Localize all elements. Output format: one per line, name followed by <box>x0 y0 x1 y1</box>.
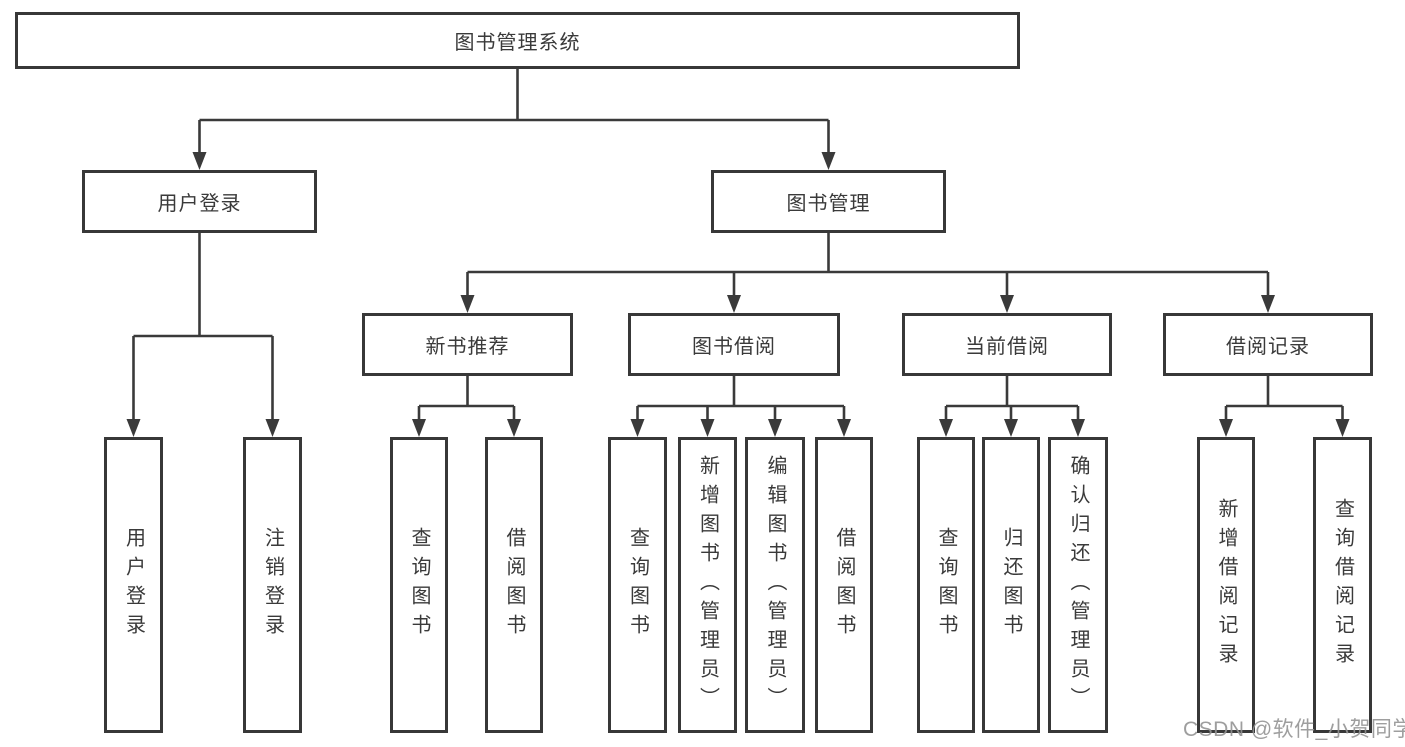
leaf-borrow-book-recommend: 借阅图书 <box>485 437 543 733</box>
node-new-book-recommend: 新书推荐 <box>362 313 573 376</box>
leaf-user-login: 用户登录 <box>104 437 163 733</box>
node-new-book-recommend-label: 新书推荐 <box>425 336 510 358</box>
connector-root-to-level1 <box>192 69 836 170</box>
leaf-query-book-current-label: 查询图书 <box>935 527 957 643</box>
node-root-system-label: 图书管理系统 <box>454 32 581 54</box>
leaf-borrow-book-label: 借阅图书 <box>833 527 855 643</box>
connector-new-book-children <box>412 376 521 437</box>
leaf-query-book-recommend-label: 查询图书 <box>408 527 430 643</box>
leaf-query-borrow-record-label: 查询借阅记录 <box>1331 498 1354 672</box>
node-book-borrow: 图书借阅 <box>628 313 840 376</box>
leaf-edit-book-admin-label: 编辑图书（管理员） <box>764 454 786 716</box>
connector-book-borrow-children <box>630 376 851 437</box>
leaf-query-book-current: 查询图书 <box>917 437 975 733</box>
leaf-add-borrow-record-label: 新增借阅记录 <box>1215 498 1237 672</box>
leaf-confirm-return-admin-label: 确认归还（管理员） <box>1067 454 1089 716</box>
leaf-add-borrow-record: 新增借阅记录 <box>1197 437 1255 733</box>
node-book-management: 图书管理 <box>711 170 946 233</box>
connector-borrow-record-children <box>1219 376 1350 437</box>
connector-current-borrow-children <box>939 376 1085 437</box>
leaf-return-book-label: 归还图书 <box>1000 527 1022 643</box>
node-borrow-record: 借阅记录 <box>1163 313 1373 376</box>
node-user-login: 用户登录 <box>82 170 317 233</box>
node-book-borrow-label: 图书借阅 <box>692 336 776 358</box>
node-user-login-label: 用户登录 <box>157 193 242 215</box>
leaf-query-book-recommend: 查询图书 <box>390 437 448 733</box>
leaf-logout: 注销登录 <box>243 437 302 733</box>
node-borrow-record-label: 借阅记录 <box>1226 336 1310 358</box>
leaf-return-book: 归还图书 <box>982 437 1040 733</box>
leaf-confirm-return-admin: 确认归还（管理员） <box>1048 437 1108 733</box>
leaf-borrow-book: 借阅图书 <box>815 437 873 733</box>
leaf-query-book-borrow: 查询图书 <box>608 437 667 733</box>
node-root-system: 图书管理系统 <box>15 12 1020 69</box>
leaf-query-borrow-record: 查询借阅记录 <box>1313 437 1372 733</box>
connector-user-login-children <box>126 233 280 437</box>
node-current-borrow-label: 当前借阅 <box>965 336 1049 358</box>
node-current-borrow: 当前借阅 <box>902 313 1112 376</box>
leaf-logout-label: 注销登录 <box>261 527 284 643</box>
leaf-add-book-admin: 新增图书（管理员） <box>678 437 737 733</box>
leaf-borrow-book-recommend-label: 借阅图书 <box>503 527 525 643</box>
connector-book-mgmt-groups <box>460 233 1275 313</box>
leaf-query-book-borrow-label: 查询图书 <box>626 527 649 643</box>
node-book-management-label: 图书管理 <box>786 193 871 215</box>
leaf-user-login-label: 用户登录 <box>122 527 145 643</box>
leaf-edit-book-admin: 编辑图书（管理员） <box>745 437 805 733</box>
csdn-watermark: CSDN @软件_小贺同学 <box>1183 718 1405 741</box>
leaf-add-book-admin-label: 新增图书（管理员） <box>696 454 719 716</box>
